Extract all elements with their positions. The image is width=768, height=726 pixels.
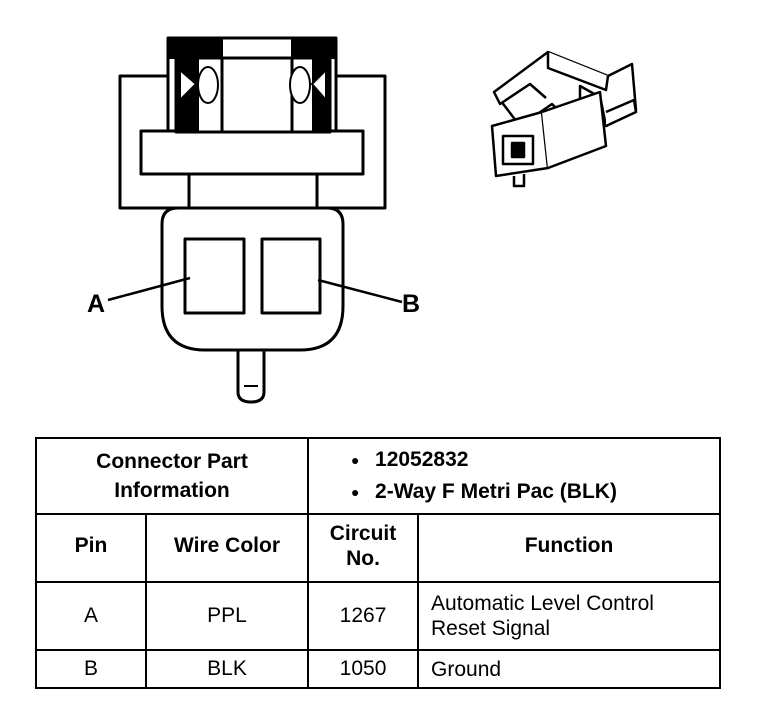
wire-color-cell: BLK: [144, 649, 310, 689]
part-info-label: Connector Part Information: [34, 437, 310, 515]
part-number: 12052832: [375, 447, 469, 471]
part-info-row: Connector Part Information ● 12052832 ● 2-…: [34, 437, 722, 515]
table-row: A PPL 1267 Automatic Level Control Reset…: [35, 581, 722, 651]
connector-info-table: Connector Part Information ● 12052832 ● 2-…: [34, 437, 722, 689]
part-info-values: ● 12052832 ● 2-Way F Metri Pac (BLK): [307, 437, 722, 515]
shoulder-bar: [139, 129, 365, 176]
header-circuit: Circuit No.: [307, 513, 420, 583]
terminal-cavity-a: [183, 237, 246, 315]
header-pin: Pin: [35, 513, 147, 583]
header-function: Function: [417, 513, 722, 583]
wire-color-cell: PPL: [144, 581, 310, 651]
connector-isometric-icon: [490, 50, 638, 188]
pin-a-leader: [107, 276, 191, 302]
connector-face-diagram: A B: [87, 36, 638, 404]
pin-a-label: A: [87, 290, 105, 318]
circuit-cell: 1050: [307, 649, 420, 689]
bullet-icon: ●: [351, 452, 360, 468]
pin-b-leader: [317, 278, 403, 304]
function-cell: Automatic Level Control Reset Signal: [417, 581, 722, 651]
pin-cell: A: [35, 581, 147, 651]
pin-b-label: B: [402, 290, 420, 318]
circuit-cell: 1267: [307, 581, 420, 651]
connector-description: 2-Way F Metri Pac (BLK): [375, 480, 617, 503]
latch-bridge: [220, 56, 294, 134]
function-cell: Ground: [417, 649, 722, 689]
header-wire-color: Wire Color: [144, 513, 310, 583]
connector-neck: [187, 172, 319, 212]
bullet-icon: ●: [351, 484, 360, 501]
column-header-row: Pin Wire Color Circuit No. Function: [35, 513, 722, 583]
table-row: B BLK 1050 Ground: [35, 649, 722, 689]
pin-cell: B: [35, 649, 147, 689]
polarization-key: [236, 348, 266, 404]
terminal-cavity-b: [260, 237, 322, 315]
